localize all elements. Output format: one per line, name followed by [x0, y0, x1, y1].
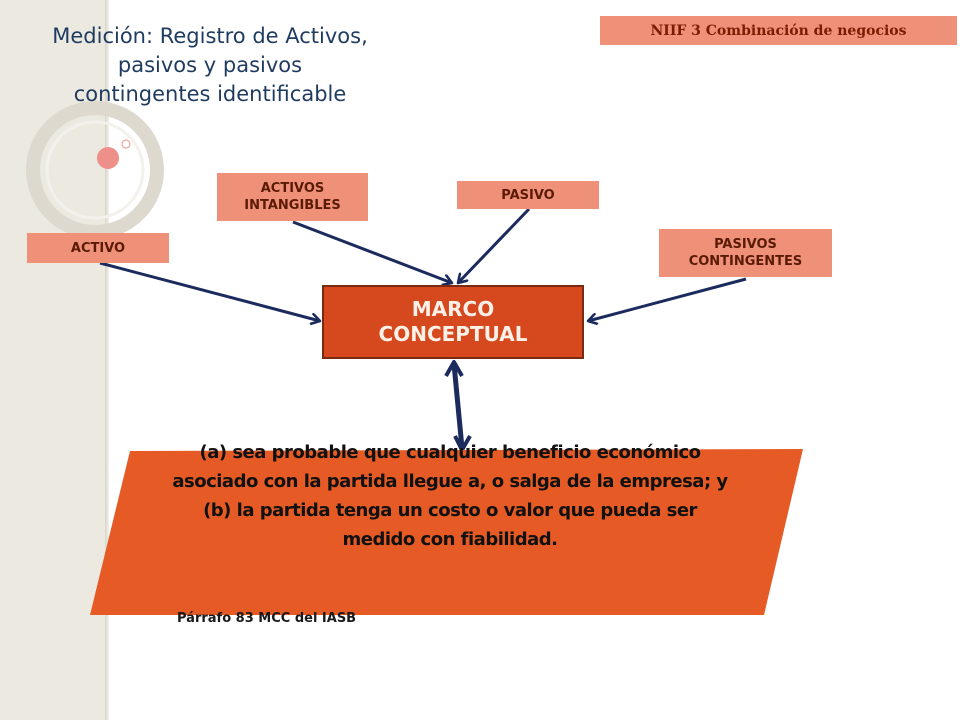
marco-conceptual-box: MARCO CONCEPTUAL [322, 285, 584, 359]
contingentes-line-2: CONTINGENTES [688, 254, 803, 269]
criteria-line-2: asociado con la partida llegue a, o salg… [172, 471, 728, 492]
criteria-fill [90, 449, 803, 615]
arrow-pasivo [458, 207, 531, 283]
arrowhead-down [453, 435, 472, 452]
contingentes-line-1: PASIVOS [714, 237, 777, 252]
activo-box: ACTIVO [27, 233, 169, 263]
page-title: Medición: Registro de Activos, pasivos y… [20, 22, 400, 109]
pasivos-contingentes-box: PASIVOS CONTINGENTES [659, 229, 832, 277]
title-line-3: contingentes identificable [73, 82, 347, 106]
intangibles-line-2: INTANGIBLES [244, 198, 341, 213]
recognition-criteria: (a) sea probable que cualquier beneficio… [160, 438, 740, 554]
niif-badge: NIIF 3 Combinación de negocios [600, 16, 957, 45]
title-line-1: Medición: Registro de Activos, [52, 24, 368, 48]
arrow-intangibles [292, 220, 452, 283]
marco-line-1: MARCO [411, 297, 495, 321]
criteria-line-3: (b) la partida tenga un costo o valor qu… [203, 500, 697, 521]
activos-intangibles-box: ACTIVOS INTANGIBLES [217, 173, 368, 221]
sidebar-edge [105, 0, 109, 720]
pasivo-box: PASIVO [457, 181, 599, 209]
marco-line-2: CONCEPTUAL [378, 322, 528, 346]
intangibles-line-1: ACTIVOS [260, 181, 325, 196]
arrow-contingentes [588, 277, 747, 321]
criteria-line-4: medido con fiabilidad. [342, 529, 558, 550]
arrowhead-up [444, 360, 464, 377]
title-line-2: pasivos y pasivos [117, 53, 303, 77]
arrow-activo [99, 261, 320, 321]
criteria-line-1: (a) sea probable que cualquier beneficio… [199, 442, 701, 463]
source-reference: Párrafo 83 MCC del IASB [177, 611, 357, 626]
arrow-bidirectional [451, 363, 465, 449]
